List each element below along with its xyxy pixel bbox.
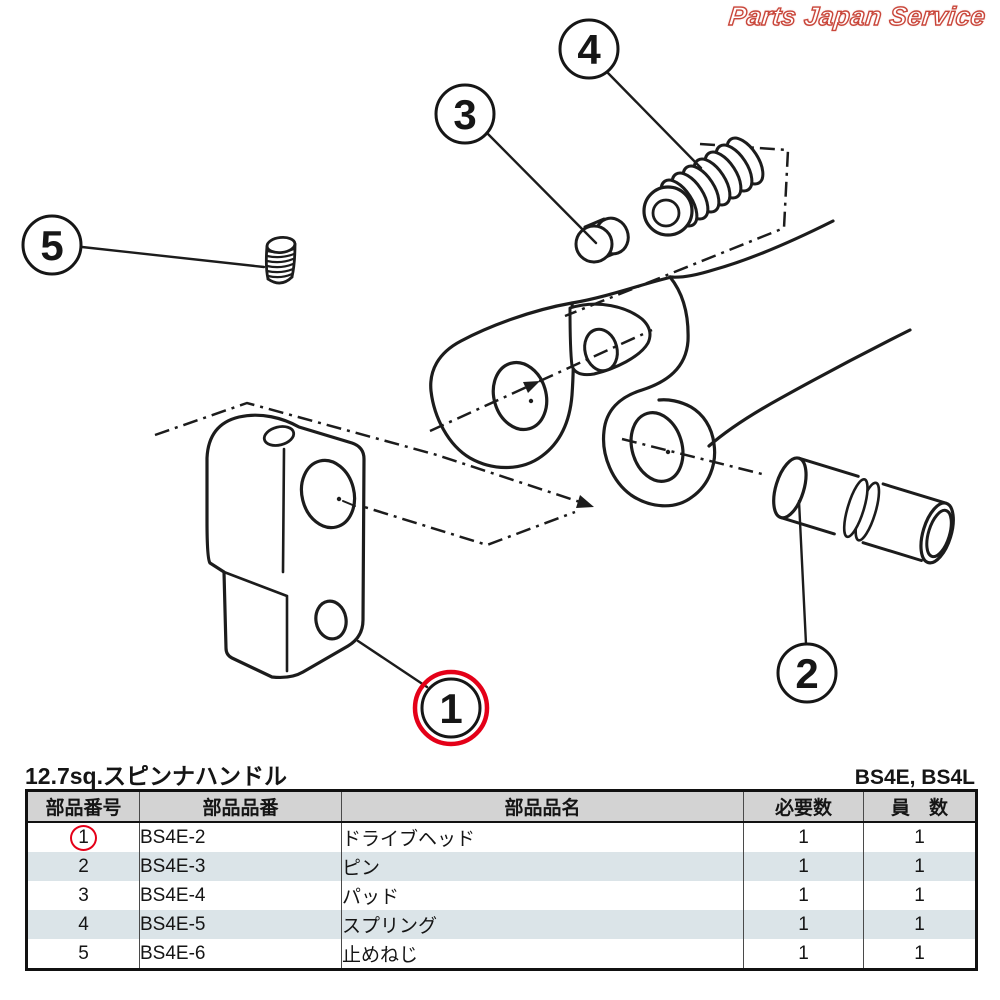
cell-part-name: ピン — [341, 852, 744, 881]
svg-text:2: 2 — [795, 650, 818, 697]
leader-3 — [485, 131, 598, 245]
cell-required-qty: 1 — [743, 881, 864, 910]
callout-4: 4 — [558, 18, 620, 80]
cell-part-code: BS4E-5 — [139, 910, 342, 939]
svg-text:5: 5 — [40, 222, 63, 269]
exploded-parts-diagram: 1 2 3 4 5 — [21, 18, 955, 747]
cell-required-qty: 1 — [743, 939, 864, 970]
callout-2: 2 — [776, 642, 838, 704]
callout-5: 5 — [21, 214, 83, 276]
cell-member-qty: 1 — [863, 822, 977, 852]
cell-member-qty: 1 — [863, 881, 977, 910]
cell-member-qty: 1 — [863, 910, 977, 939]
phantom-lines-behind — [154, 401, 584, 547]
col-header-part-name: 部品品名 — [341, 790, 744, 823]
cell-required-qty: 1 — [743, 822, 864, 852]
spring-drawing — [642, 136, 765, 237]
cell-part-name: パッド — [341, 881, 744, 910]
leader-5 — [80, 245, 266, 269]
cell-part-code: BS4E-6 — [139, 939, 342, 970]
leader-1 — [356, 639, 429, 689]
cell-part-number: 3 — [78, 884, 89, 906]
cell-member-qty: 1 — [863, 852, 977, 881]
highlighted-part-number: 1 — [70, 824, 97, 851]
col-header-required-qty: 必要数 — [743, 790, 864, 823]
cell-part-name: 止めねじ — [341, 939, 744, 970]
set-screw-drawing — [264, 235, 297, 285]
cell-part-number: 4 — [26, 910, 140, 939]
leader-lines — [80, 70, 808, 689]
pad-drawing — [574, 216, 630, 264]
cell-part-number: 2 — [26, 852, 140, 881]
callout-1-red-ring — [412, 669, 490, 747]
shaft-bottom-edge — [707, 328, 912, 448]
table-title-bar: 12.7sq.スピンナハンドル BS4E, BS4L — [25, 757, 975, 791]
col-header-part-number: 部品番号 — [26, 790, 140, 823]
page-title: 12.7sq.スピンナハンドル — [25, 763, 287, 789]
cell-member-qty: 1 — [863, 939, 977, 970]
parts-table-header-row: 部品番号 部品品番 部品品名 必要数 員 数 — [26, 790, 977, 823]
cell-part-name: スプリング — [341, 910, 744, 939]
cell-part-number: 5 — [78, 942, 89, 964]
shaft-top-edge — [668, 219, 835, 279]
assembly-arrow-1 — [576, 495, 594, 508]
model-codes: BS4E, BS4L — [854, 766, 975, 789]
svg-text:3: 3 — [453, 91, 476, 138]
svg-text:4: 4 — [577, 26, 601, 73]
assembly-arrow-2 — [523, 381, 540, 393]
cell-required-qty: 1 — [743, 910, 864, 939]
leader-4 — [605, 70, 703, 170]
col-header-part-code: 部品品番 — [139, 790, 342, 823]
cell-required-qty: 1 — [743, 852, 864, 881]
cell-part-code: BS4E-2 — [139, 822, 342, 852]
callout-3: 3 — [434, 83, 496, 145]
callout-1: 1 — [412, 669, 490, 747]
cell-part-code: BS4E-3 — [139, 852, 342, 881]
col-header-member-qty: 員 数 — [863, 790, 977, 823]
cell-part-name: ドライブヘッド — [341, 822, 744, 852]
handle-fork-drawing — [429, 219, 912, 508]
svg-text:1: 1 — [439, 685, 462, 732]
cell-part-code: BS4E-4 — [139, 881, 342, 910]
drive-head-drawing — [205, 413, 366, 680]
pin-drawing — [772, 456, 955, 565]
leader-2 — [797, 499, 808, 646]
cell-part-number: 1 — [27, 822, 140, 852]
